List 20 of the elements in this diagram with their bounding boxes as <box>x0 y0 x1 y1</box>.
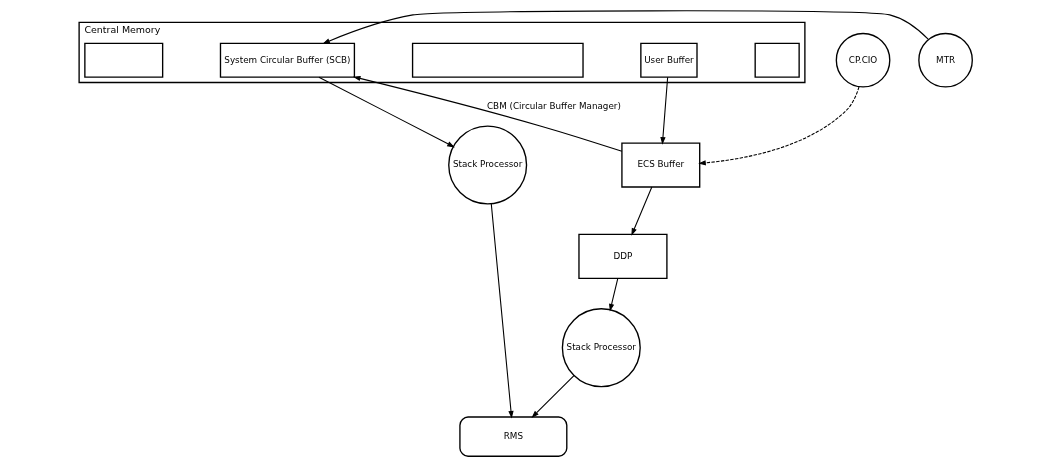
arrow <box>352 75 622 152</box>
node-circle: Stack Processor <box>561 308 641 388</box>
node-box: User Buffer <box>639 42 698 78</box>
arrow <box>490 203 514 419</box>
arrow <box>530 375 574 418</box>
arrow <box>697 86 860 166</box>
arrow <box>608 277 618 312</box>
node-box: System Circular Buffer (SCB) <box>219 42 355 78</box>
node-box: DDP <box>577 233 668 280</box>
node-box <box>83 42 163 78</box>
edge-label: CBM (Circular Buffer Manager) <box>486 100 621 111</box>
node-box: ECS Buffer <box>620 142 700 188</box>
arrow <box>317 76 455 148</box>
arrow <box>630 186 652 236</box>
node-box <box>754 42 800 78</box>
arrow <box>321 10 929 44</box>
node-box: RMS <box>458 416 567 457</box>
node-circle: MTR <box>917 32 973 88</box>
node-box <box>411 42 584 78</box>
node-circle: CP.CIO <box>835 32 890 88</box>
